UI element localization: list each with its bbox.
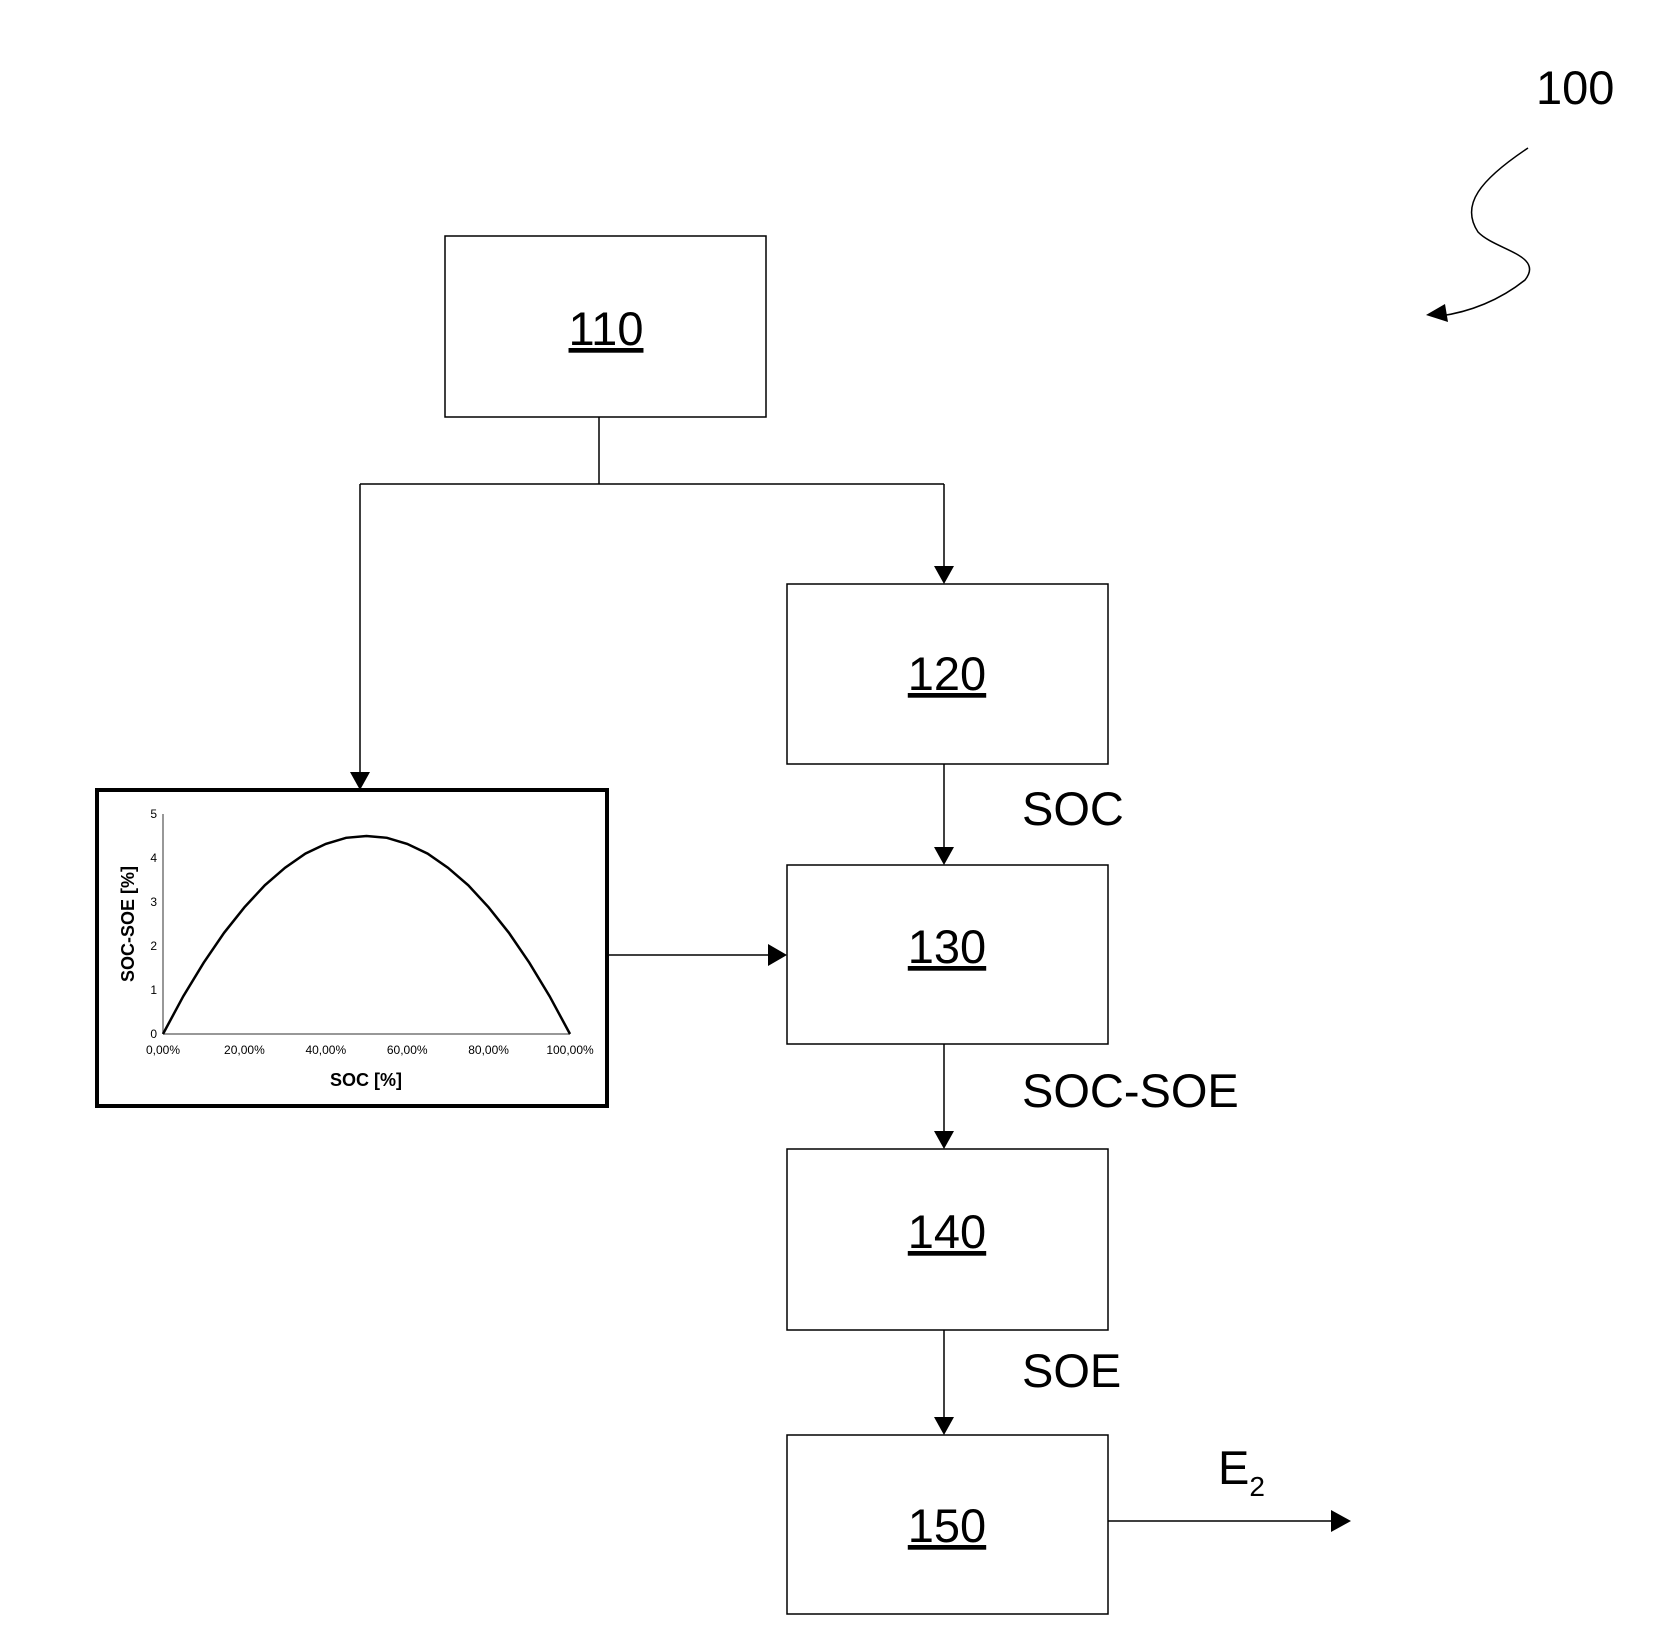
soc-soe-curve — [161, 834, 572, 1035]
arrowhead-icon — [1331, 1510, 1351, 1532]
signal-soc-label: SOC — [1022, 782, 1124, 835]
y-tick-label: 0 — [150, 1027, 157, 1041]
x-tick-label: 40,00% — [305, 1043, 346, 1057]
reference-arrowhead-icon — [1426, 304, 1448, 322]
block-label: 140 — [908, 1205, 986, 1258]
y-tick-label: 1 — [150, 983, 157, 997]
y-tick-label: 4 — [150, 851, 157, 865]
x-axis-title: SOC [%] — [330, 1070, 402, 1090]
output-e2-label: E2 — [1218, 1441, 1265, 1502]
block-120: 120 — [786, 583, 1109, 765]
x-tick-label: 60,00% — [387, 1043, 428, 1057]
x-tick-label: 20,00% — [224, 1043, 265, 1057]
arrowhead-icon — [350, 772, 370, 790]
signal-soe-label: SOE — [1022, 1344, 1121, 1397]
chart-frame — [95, 788, 609, 1108]
signal-soc-soe-label: SOC-SOE — [1022, 1064, 1239, 1117]
y-axis-title: SOC-SOE [%] — [118, 866, 138, 982]
reference-squiggle-arrow — [1439, 147, 1531, 317]
arrowhead-icon — [768, 944, 787, 966]
block-label: 130 — [908, 920, 986, 973]
block-140: 140 — [786, 1148, 1109, 1331]
figure-reference-label: 100 — [1536, 61, 1614, 114]
x-tick-label: 0,00% — [146, 1043, 180, 1057]
y-tick-label: 2 — [150, 939, 157, 953]
y-tick-label: 3 — [150, 895, 157, 909]
arrowhead-icon — [934, 1131, 954, 1149]
block-150: 150 — [786, 1434, 1109, 1615]
block-130: 130 — [786, 864, 1109, 1045]
y-tick-label: 5 — [150, 807, 157, 821]
soc-soe-chart: 0 1 2 3 4 5 0,00% 20,00% 40,00% 60,00% 80,00% 100,… — [95, 788, 609, 1108]
block-label: 150 — [908, 1499, 986, 1552]
x-tick-label: 100,00% — [546, 1043, 594, 1057]
x-tick-label: 80,00% — [468, 1043, 509, 1057]
arrowhead-icon — [934, 847, 954, 865]
arrowhead-icon — [934, 566, 954, 584]
arrowhead-icon — [934, 1417, 954, 1435]
block-label: 110 — [569, 302, 644, 355]
block-110: 110 — [444, 235, 767, 418]
block-label: 120 — [908, 647, 986, 700]
